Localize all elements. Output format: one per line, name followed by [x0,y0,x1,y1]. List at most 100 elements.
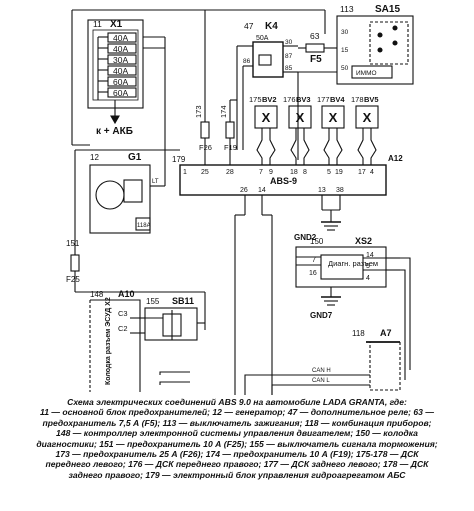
g1-terminal: LT [152,179,159,185]
sb11-name: SB11 [172,296,194,306]
f25-name: F25 [66,275,80,284]
sa15-pin: 15 [341,47,349,54]
a10-name: A10 [118,289,135,299]
wheel-speed-sensor-bv3 [288,105,312,129]
fuse-f25 [70,254,80,272]
abs-pin: 9 [269,169,273,176]
wheel-speed-sensor-bv2 [254,105,278,129]
ignition-switch-sa15 [336,15,414,85]
abs-name: ABS-9 [270,176,297,186]
sa15-pin: 50 [341,65,349,72]
battery-label: к + АКБ [96,126,133,137]
xs2-name: XS2 [355,236,372,246]
x1-fuse-rating: 30A [113,55,128,65]
a7-name: A7 [380,328,392,338]
sa15-pin: 30 [341,29,349,36]
fuse-f26 [200,121,210,139]
x1-fuse-rating: 40A [113,33,128,43]
sensor-name: BV2 [262,95,277,104]
sensor-number: 175 [249,95,262,104]
abs-pin: 25 [201,169,209,176]
xs2-title: Диагн. разъем [328,259,378,268]
immobilizer-box [351,65,393,79]
f19-number: 174 [219,105,228,118]
k4-pin: 86 [243,58,251,65]
a10-pin: C3 [118,309,128,318]
fuse-f19 [225,121,235,139]
caption-line: 148 — контроллер электронной системы упр… [56,428,418,439]
k4-name: K4 [265,21,278,32]
brake-light-switch-sb11 [144,307,198,341]
f19-name: F19 [224,143,237,152]
k4-pin: 30 [285,39,293,46]
caption-line: 11 — основной блок предохранителей; 12 —… [40,407,434,418]
sensor-x-mark: X [329,110,338,125]
abs-pin: 14 [258,187,266,194]
gnd7-label: GND7 [310,311,333,320]
caption-title: Схема электрических соединений ABS 9.0 н… [67,397,407,407]
caption-line: 173 — предохранитель 25 А (F26); 174 — п… [55,449,419,460]
abs-pin: 18 [290,169,298,176]
xs2-number: 150 [310,237,324,246]
sa15-name: SA15 [375,4,400,15]
x1-fuse-rating: 40A [113,44,128,54]
x1-fuse-rating: 60A [113,88,128,98]
g1-code: 118A [137,223,151,229]
x1-fuse-rating: 60A [113,77,128,87]
sensor-number: 177 [317,95,330,104]
abs-pin: 13 [318,187,326,194]
generator-g1 [89,164,151,234]
sensor-x-mark: X [296,110,305,125]
caption-line: предохранитель 7,5 А (F5); 113 — выключа… [42,417,432,428]
f25-number: 151 [66,239,80,248]
k4-pin: 85 [285,65,293,72]
sensor-number: 178 [351,95,364,104]
battery-arrow-icon [110,115,120,125]
sensor-name: BV5 [364,95,379,104]
abs-number: 179 [172,155,186,164]
caption: Схема электрических соединений ABS 9.0 н… [6,397,468,480]
caption-line: диагностики; 151 — предохранитель 10 А (… [36,438,438,449]
abs-module [179,164,387,196]
abs-pin: 38 [336,187,344,194]
sensor-name: BV4 [330,95,345,104]
sensor-number: 176 [283,95,296,104]
caption-line: переднего левого; 176 — ДСК переднего пр… [45,459,429,470]
g1-number: 12 [90,153,99,162]
abs-pin: 1 [183,169,187,176]
can-l-label: CAN L [312,378,330,384]
f5-number: 63 [310,31,320,41]
a7-number: 118 [352,329,365,338]
x1-name: X1 [110,19,123,30]
a10-number: 148 [90,290,104,299]
abs-pin: 5 [327,169,331,176]
xs2-pin: 5 [366,263,370,270]
k4-pin: 87 [285,53,293,60]
abs-pin: 26 [240,187,248,194]
ecu-connector-a10 [90,299,141,392]
x1-number: 11 [93,19,102,29]
f26-number: 173 [194,105,203,118]
xs2-pin: 4 [366,275,370,282]
wiring-diagram: 11 X1 40A 40A 30A 40A 60A 60A к + АКБ 47… [66,4,414,395]
gnd2-label: GND2 [294,233,317,242]
xs2-pin: 7 [312,257,316,264]
xs2-pin: 16 [309,270,317,277]
wheel-speed-sensor-bv5 [355,105,379,129]
k4-rating: 50A [256,35,269,42]
x1-fuse-rating: 40A [113,66,128,76]
abs-pin: 8 [303,169,307,176]
wheel-speed-sensor-bv4 [321,105,345,129]
f5-name: F5 [310,54,322,65]
can-h-label: CAN H [312,368,331,374]
xs2-pin: 14 [366,252,374,259]
abs-pin: 7 [259,169,263,176]
fuse-f5 [305,43,325,53]
diagnostic-connector-xs2 [295,246,387,288]
sensor-x-mark: X [262,110,271,125]
immobilizer-label: ИММО [356,70,377,77]
instrument-cluster-a7 [369,341,401,391]
abs-pin: 4 [370,169,374,176]
abs-pin: 19 [335,169,343,176]
a10-side-label: Колодка разъем ЭСУД Х2 [105,297,112,385]
